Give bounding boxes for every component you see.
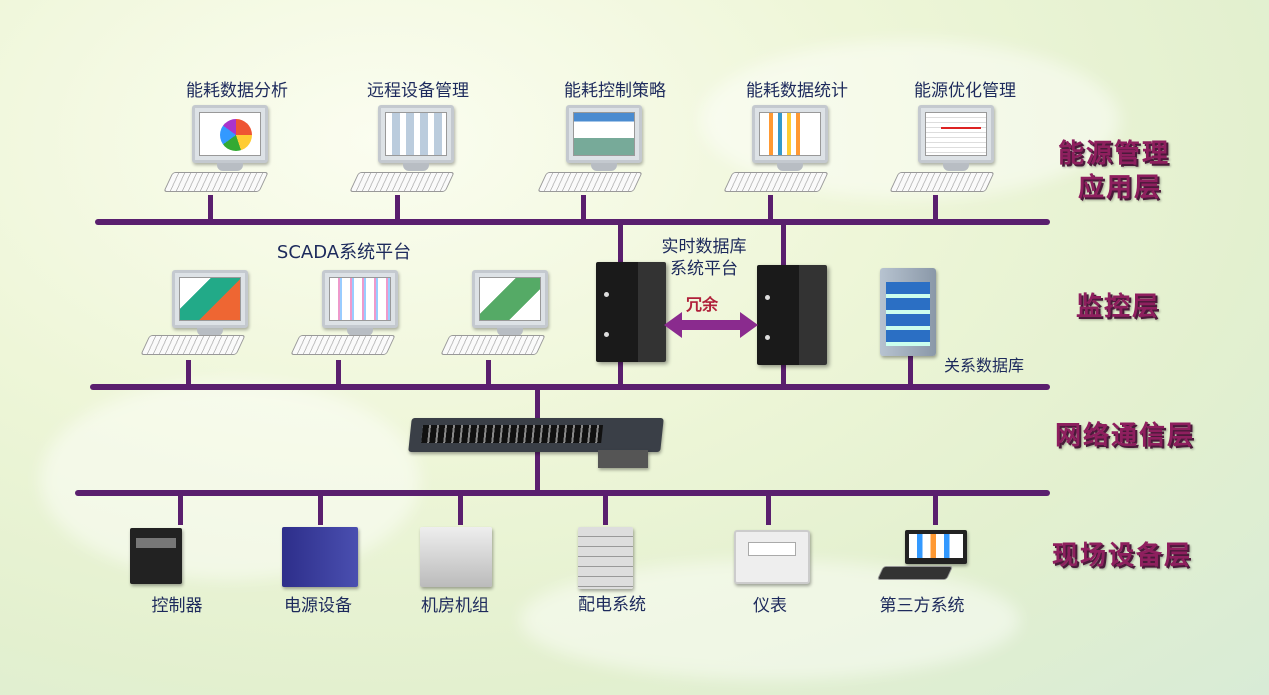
connector bbox=[186, 360, 191, 386]
meter-device bbox=[734, 530, 810, 584]
connector bbox=[486, 360, 491, 386]
relational-db-server bbox=[880, 268, 936, 356]
connector bbox=[603, 493, 608, 525]
connector bbox=[581, 195, 586, 221]
rtdb-server-primary bbox=[596, 262, 666, 362]
application-bus bbox=[95, 219, 1050, 225]
power-distribution-cabinet bbox=[578, 527, 633, 589]
pie-chart-icon bbox=[220, 119, 252, 151]
device-label: 第三方系统 bbox=[879, 596, 965, 616]
scada-label: SCADA系统平台 bbox=[276, 242, 412, 263]
redundancy-label: 冗余 bbox=[686, 295, 719, 314]
layer-title-application-2: 应用层 bbox=[1078, 173, 1163, 203]
monitoring-bus bbox=[90, 384, 1050, 390]
app-label: 能源优化管理 bbox=[914, 81, 1016, 101]
switch-uplink-ports bbox=[598, 450, 648, 468]
controller-device bbox=[130, 528, 182, 584]
connector bbox=[768, 195, 773, 221]
connector bbox=[766, 493, 771, 525]
device-label: 机房机组 bbox=[421, 596, 489, 616]
app-label: 远程设备管理 bbox=[367, 81, 469, 101]
layer-title-network: 网络通信层 bbox=[1055, 421, 1196, 451]
network-switch bbox=[408, 418, 664, 452]
device-label: 电源设备 bbox=[284, 596, 352, 616]
device-label: 仪表 bbox=[753, 596, 787, 616]
field-bus bbox=[75, 490, 1050, 496]
layer-title-application-1: 能源管理 bbox=[1058, 139, 1171, 169]
redundancy-arrow-icon bbox=[664, 312, 758, 338]
device-label: 控制器 bbox=[151, 596, 203, 616]
connector bbox=[933, 493, 938, 525]
layer-title-monitoring: 监控层 bbox=[1076, 292, 1161, 322]
app-label: 能耗数据统计 bbox=[746, 81, 848, 101]
layer-title-field: 现场设备层 bbox=[1052, 541, 1193, 571]
app-label: 能耗控制策略 bbox=[564, 81, 666, 101]
connector bbox=[395, 195, 400, 221]
app-label: 能耗数据分析 bbox=[186, 81, 288, 101]
connector bbox=[178, 493, 183, 525]
power-device bbox=[282, 527, 358, 587]
connector bbox=[458, 493, 463, 525]
connector bbox=[336, 360, 341, 386]
machine-room-unit bbox=[420, 527, 492, 587]
rdb-label: 关系数据库 bbox=[944, 356, 1025, 375]
device-label: 配电系统 bbox=[578, 595, 646, 615]
rtdb-server-backup bbox=[757, 265, 827, 365]
connector bbox=[908, 355, 913, 386]
connector bbox=[933, 195, 938, 221]
rtdb-label-2: 系统平台 bbox=[670, 259, 738, 279]
rtdb-label-1: 实时数据库 bbox=[661, 237, 747, 257]
connector bbox=[208, 195, 213, 221]
connector bbox=[318, 493, 323, 525]
